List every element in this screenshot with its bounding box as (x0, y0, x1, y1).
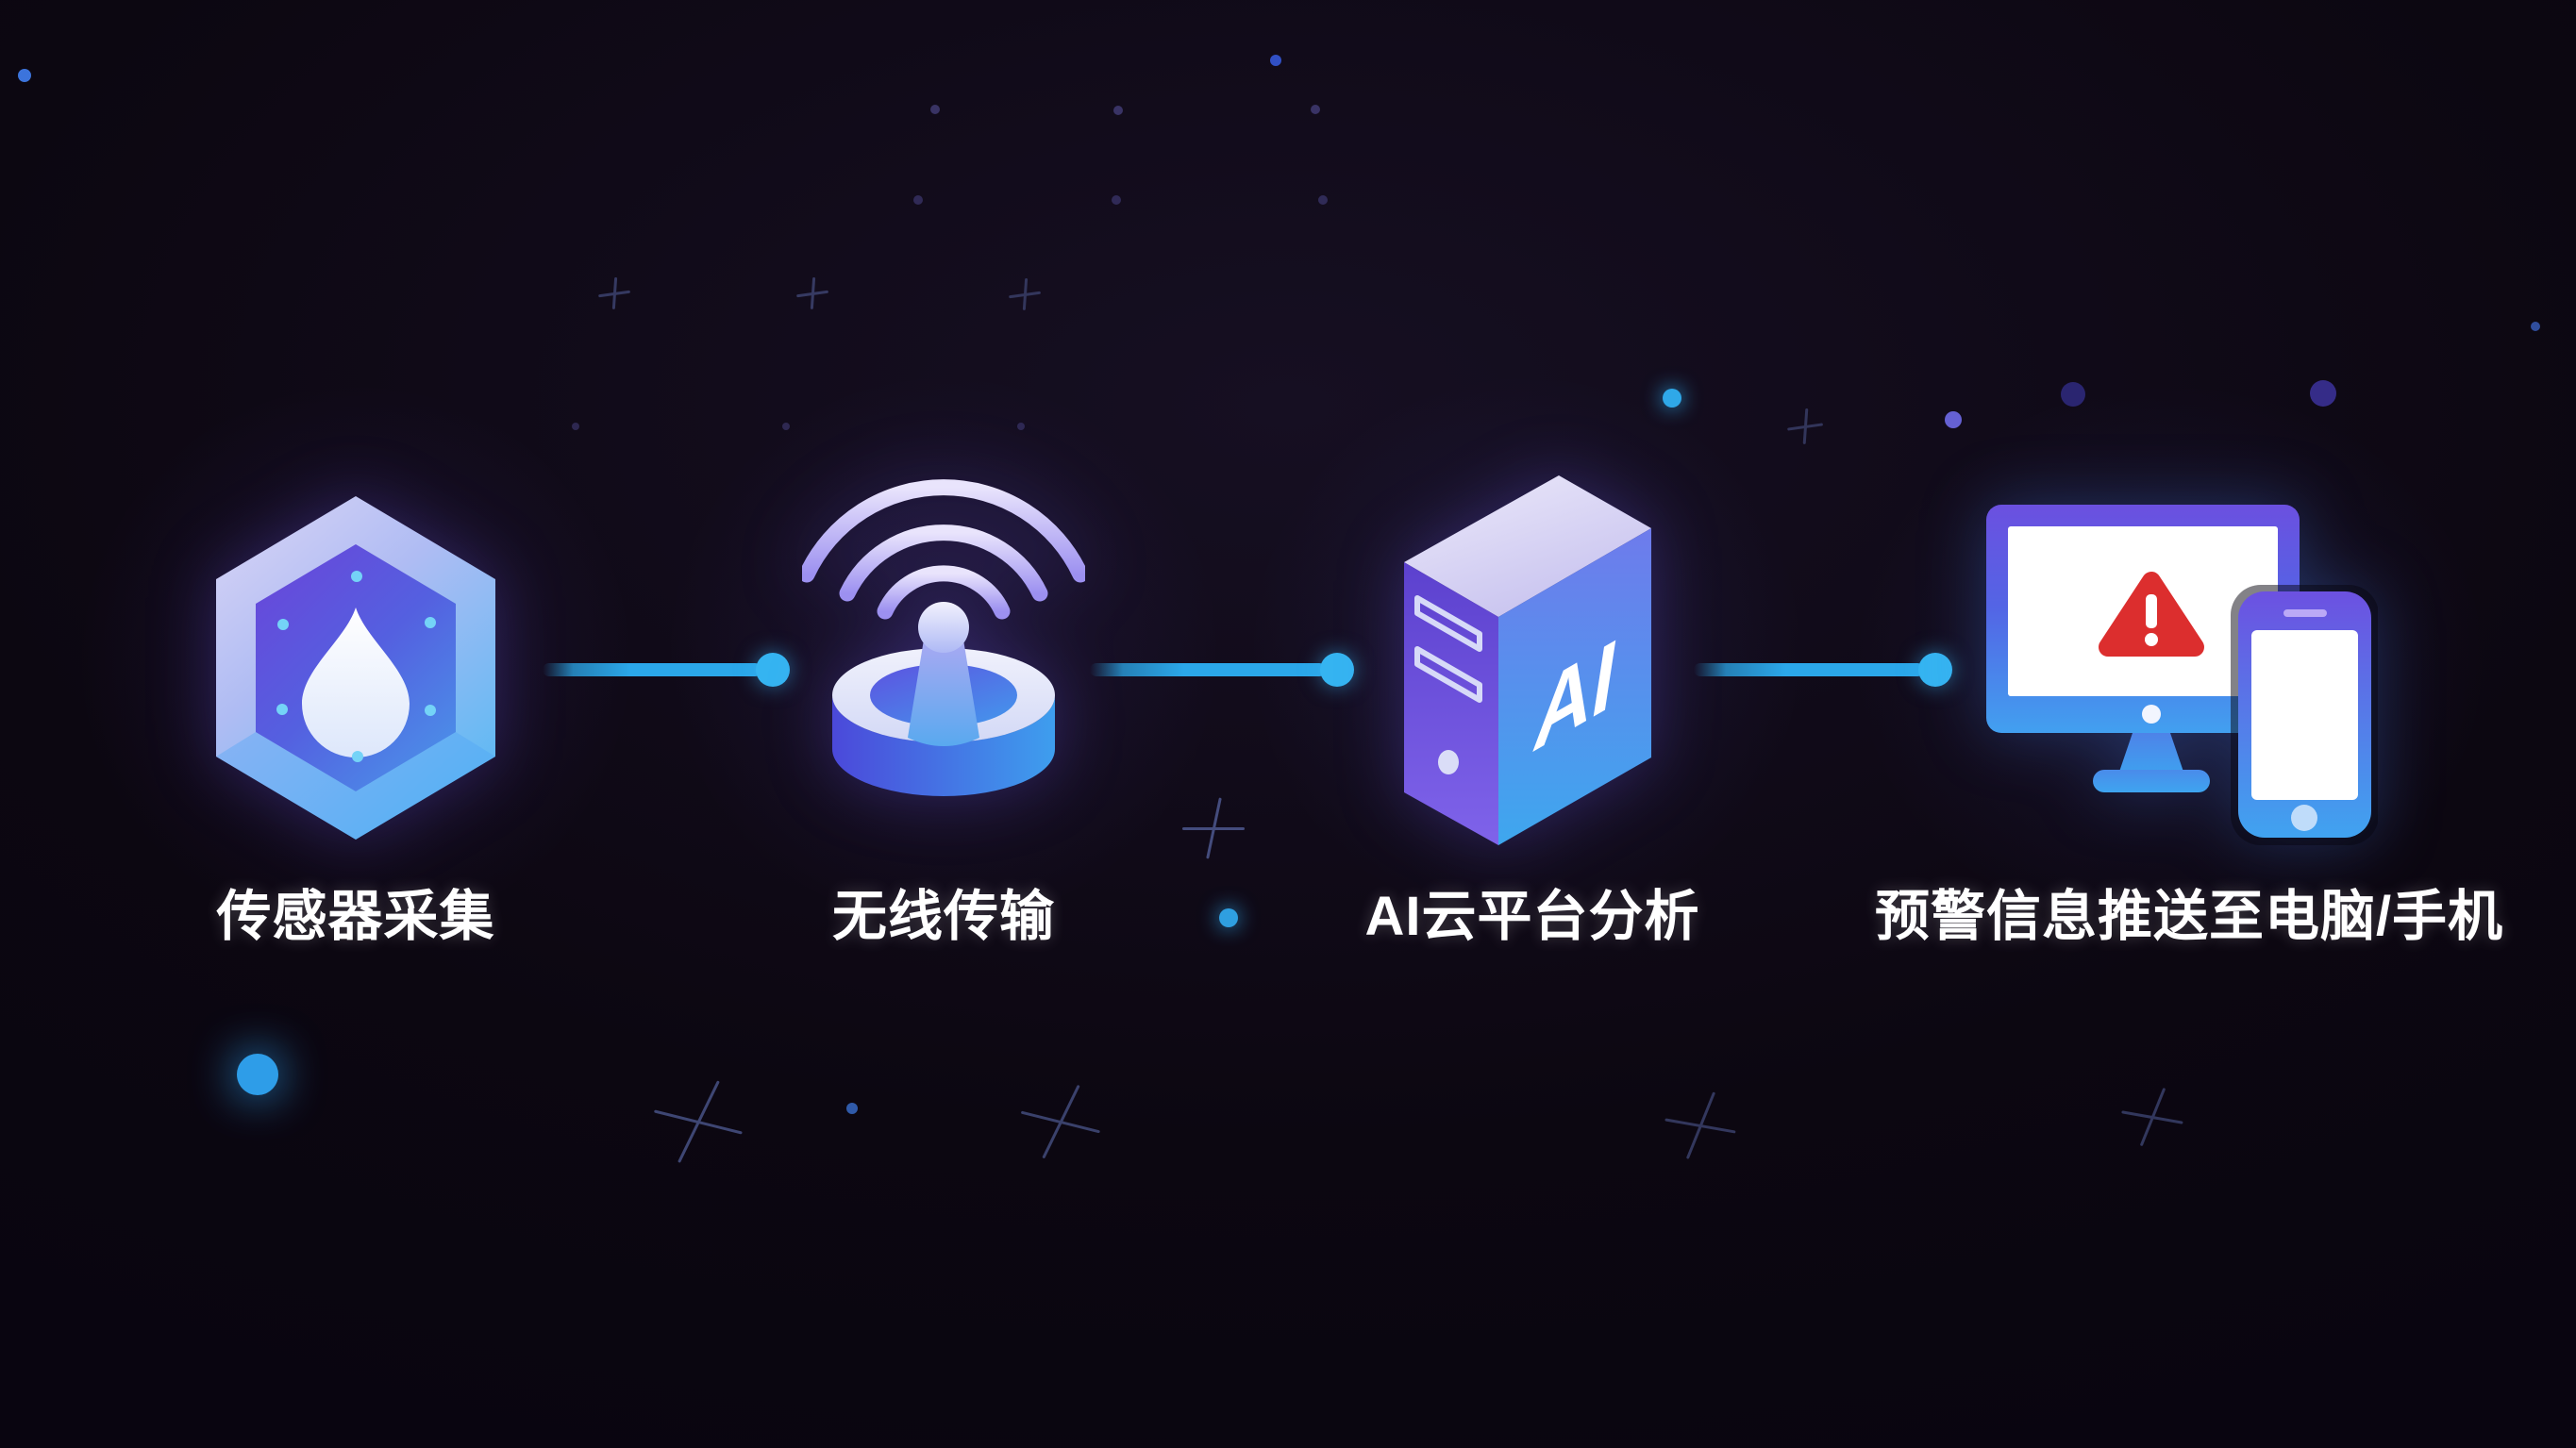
antenna-ball (918, 602, 969, 653)
decor-dot (1311, 105, 1320, 114)
monitor-camera-dot (2142, 705, 2161, 724)
monitor-icon (1986, 505, 2300, 792)
wifi-waves-icon (802, 479, 1085, 620)
decor-dot (237, 1054, 278, 1095)
decor-dot (1113, 106, 1123, 115)
decor-dot (1318, 195, 1328, 205)
server-vent-slots (1414, 595, 1482, 703)
decor-cross (2116, 1081, 2188, 1153)
monitor-base (2093, 770, 2210, 792)
smartphone-icon (2231, 585, 2378, 845)
decor-dot (18, 69, 31, 82)
decor-cross (1007, 276, 1043, 312)
decor-dot (2061, 382, 2085, 407)
decor-dot (930, 105, 940, 114)
decor-cross (1659, 1084, 1742, 1167)
decor-dot (782, 423, 790, 430)
phone-speaker (2283, 609, 2327, 617)
water-drop-icon (302, 607, 410, 757)
decor-cross (1785, 407, 1826, 447)
decor-cross (1182, 797, 1245, 859)
phone-home-button (2291, 805, 2317, 831)
hexagon-bevel (216, 732, 495, 840)
server-top-face (1404, 475, 1651, 617)
phone-screen (2251, 630, 2358, 800)
decor-cross (795, 275, 830, 311)
decor-cross (644, 1067, 753, 1176)
flow-connector (543, 649, 790, 691)
step-label-sensor: 传感器采集 (216, 886, 495, 947)
water-sensor-icon (216, 496, 495, 840)
monitor-stand (2119, 733, 2183, 772)
connector-line (1090, 663, 1326, 676)
flow-connector (1694, 649, 1952, 691)
decor-dot (572, 423, 579, 430)
decor-dot (1945, 411, 1962, 428)
decor-dot (1112, 195, 1121, 205)
decor-cross (596, 275, 632, 311)
connector-line (543, 663, 761, 676)
connector-dot (1918, 653, 1952, 687)
step-label-ai: AI云平台分析 (1364, 886, 1700, 947)
server-power-dot (1438, 750, 1459, 774)
step-label-alert: 预警信息推送至电脑/手机 (1874, 886, 2504, 947)
step-label-wireless: 无线传输 (831, 886, 1055, 947)
warning-triangle-icon (2099, 572, 2204, 657)
flow-connector (1090, 649, 1354, 691)
server-right-face (1498, 528, 1651, 845)
sensor-node-dots (276, 571, 436, 762)
antenna-cone (908, 640, 979, 746)
decor-dot (2531, 322, 2540, 331)
connector-line (1694, 663, 1924, 676)
connector-dot (1320, 653, 1354, 687)
decor-cross (1012, 1073, 1110, 1171)
ai-server-icon: AI (1404, 475, 1651, 845)
decor-dot (1270, 55, 1281, 66)
decor-dot (913, 195, 923, 205)
decor-dot (1017, 423, 1025, 430)
wireless-transmitter-icon (802, 479, 1085, 796)
decor-dot (846, 1103, 858, 1114)
decor-dot (2310, 380, 2336, 407)
decor-dot (1663, 389, 1681, 408)
connector-dot (756, 653, 790, 687)
alert-devices-icon (1986, 505, 2378, 845)
